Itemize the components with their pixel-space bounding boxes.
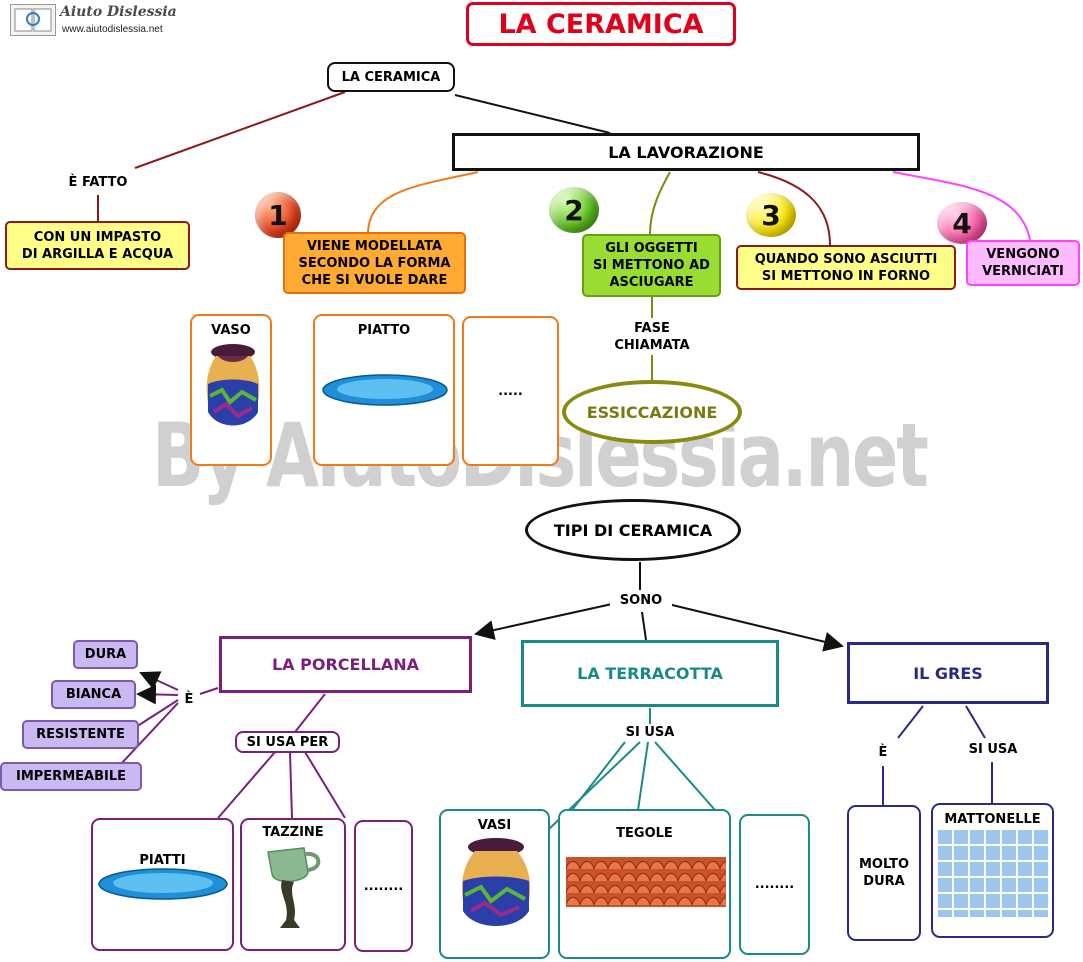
plate-icon bbox=[322, 374, 448, 406]
step-4-badge: 4 bbox=[937, 202, 987, 244]
essiccazione-node: ESSICCAZIONE bbox=[562, 380, 742, 444]
mattonelle-card: MATTONELLE bbox=[931, 803, 1054, 938]
mattonelle-label: MATTONELLE bbox=[944, 812, 1041, 827]
step-2-box: GLI OGGETTI SI METTONO AD ASCIUGARE bbox=[582, 234, 721, 297]
gres-e-link: È bbox=[878, 745, 888, 760]
logo[interactable]: Aiuto Dislessia www.aiutodislessia.net bbox=[10, 4, 180, 38]
property-resistente: RESISTENTE bbox=[22, 720, 139, 749]
more-card-terracotta: ........ bbox=[739, 814, 810, 955]
impasto-node: CON UN IMPASTO DI ARGILLA E ACQUA bbox=[5, 221, 190, 270]
terracotta-si-usa-link: SI USA bbox=[625, 725, 675, 740]
cup-icon bbox=[267, 847, 321, 928]
vase-icon bbox=[461, 838, 531, 926]
logo-name: Aiuto Dislessia bbox=[60, 4, 177, 20]
plate-icon bbox=[98, 868, 228, 900]
more-card-porcellana: ........ bbox=[354, 820, 413, 952]
molto-line-2: DURA bbox=[863, 874, 905, 889]
tazzine-label: TAZZINE bbox=[262, 825, 324, 840]
step-3-badge: 3 bbox=[746, 193, 796, 237]
terracotta-node: LA TERRACOTTA bbox=[521, 640, 779, 707]
lavorazione-node: LA LAVORAZIONE bbox=[452, 133, 920, 171]
impasto-line-2: DI ARGILLA E ACQUA bbox=[21, 246, 174, 262]
step-1-badge: 1 bbox=[255, 192, 301, 238]
step-1-line-1: VIENE MODELLATA bbox=[306, 238, 443, 254]
fase-line-2: CHIAMATA bbox=[614, 338, 690, 353]
piatti-label: PIATTI bbox=[139, 853, 186, 868]
step-1-line-2: SECONDO LA FORMA bbox=[298, 255, 451, 271]
piatti-card: PIATTI bbox=[91, 818, 234, 951]
vasi-label: VASI bbox=[477, 818, 512, 833]
step-4-line-2: VERNICIATI bbox=[982, 264, 1064, 279]
property-dura: DURA bbox=[73, 640, 138, 669]
step-1-box: VIENE MODELLATA SECONDO LA FORMA CHE SI … bbox=[283, 232, 466, 294]
step-3-line-1: QUANDO SONO ASCIUTTI bbox=[754, 251, 938, 267]
piatto-label: PIATTO bbox=[357, 323, 411, 338]
property-bianca: BIANCA bbox=[51, 680, 136, 709]
impasto-line-1: CON UN IMPASTO bbox=[33, 229, 162, 245]
molto-line-1: MOLTO bbox=[858, 857, 910, 872]
step-4-line-1: VENGONO bbox=[986, 247, 1060, 262]
molto-dura-card: MOLTO DURA bbox=[847, 805, 921, 941]
vase-icon bbox=[206, 344, 260, 426]
step-2-line-1: GLI OGGETTI bbox=[605, 241, 698, 256]
tegole-card: TEGOLE bbox=[558, 809, 731, 959]
property-impermeabile: IMPERMEABILE bbox=[0, 762, 142, 791]
sono-link: SONO bbox=[610, 592, 672, 609]
step-2-line-2: SI METTONO AD bbox=[593, 258, 710, 273]
step-3-line-2: SI METTONO IN FORNO bbox=[761, 268, 931, 284]
si-usa-per-link: SI USA PER bbox=[235, 731, 340, 753]
book-icon bbox=[10, 4, 56, 36]
step-1-line-3: CHE SI VUOLE DARE bbox=[301, 272, 448, 288]
porcellana-e-link: È bbox=[184, 692, 194, 707]
page-title: LA CERAMICA bbox=[466, 2, 736, 46]
vasi-card: VASI bbox=[439, 809, 550, 959]
tazzine-card: TAZZINE bbox=[240, 818, 346, 951]
step-4-box: VENGONO VERNICIATI bbox=[966, 240, 1080, 286]
fase-chiamata-link: FASE CHIAMATA bbox=[600, 320, 704, 354]
piatto-card: PIATTO bbox=[313, 314, 455, 466]
porcellana-node: LA PORCELLANA bbox=[219, 636, 472, 693]
e-fatto-link: È FATTO bbox=[68, 175, 128, 190]
step-2-line-3: ASCIUGARE bbox=[609, 275, 694, 290]
gres-node: IL GRES bbox=[847, 642, 1049, 704]
roof-tiles-icon bbox=[566, 857, 726, 907]
step-3-box: QUANDO SONO ASCIUTTI SI METTONO IN FORNO bbox=[736, 245, 956, 290]
logo-url: www.aiutodislessia.net bbox=[62, 24, 163, 35]
tipi-node: TIPI DI CERAMICA bbox=[525, 499, 741, 561]
tiles-icon bbox=[937, 829, 1050, 917]
more-card-top: ..... bbox=[462, 316, 559, 466]
tegole-label: TEGOLE bbox=[616, 826, 673, 841]
gres-si-usa-link: SI USA bbox=[968, 742, 1018, 757]
vaso-label: VASO bbox=[211, 323, 251, 338]
root-node: LA CERAMICA bbox=[327, 62, 455, 92]
vaso-card: VASO bbox=[190, 314, 272, 466]
step-2-badge: 2 bbox=[549, 187, 599, 233]
fase-line-1: FASE bbox=[634, 321, 670, 336]
